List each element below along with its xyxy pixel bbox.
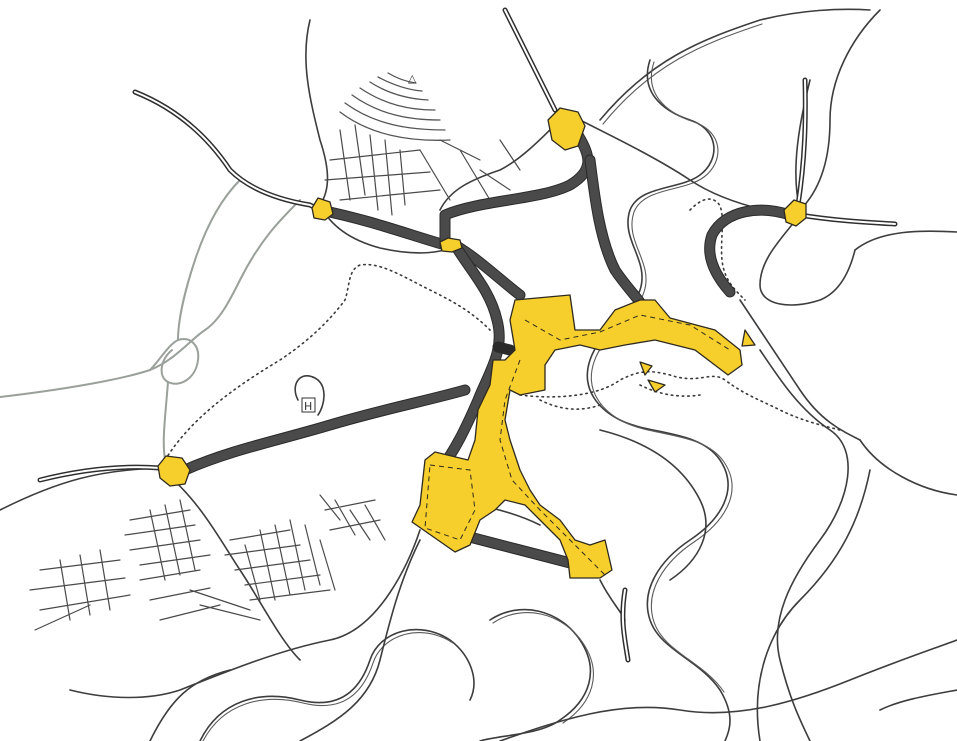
gateway-node-southwest — [157, 455, 191, 487]
street-grids — [29, 124, 521, 631]
secondary-roads — [0, 179, 301, 461]
urban-districts — [411, 294, 756, 579]
double-roads — [37, 7, 898, 663]
secondary-roads-thin — [0, 9, 957, 741]
hospital-outline — [294, 375, 325, 416]
map-symbols: △ H — [294, 72, 417, 416]
hill-contours — [339, 72, 451, 141]
hospital-icon: H — [304, 400, 312, 413]
gateway-node-north — [547, 107, 586, 151]
gateway-nodes — [157, 107, 807, 487]
gateway-node-center — [439, 237, 463, 253]
main-roads — [179, 129, 796, 571]
summit-icon: △ — [408, 72, 417, 85]
river-courses — [199, 8, 871, 741]
dotted-paths — [164, 198, 841, 461]
gateway-node-west — [311, 197, 334, 221]
gateway-node-east — [783, 199, 807, 227]
hospital-icon-frame — [301, 397, 316, 413]
central-district — [411, 294, 743, 579]
